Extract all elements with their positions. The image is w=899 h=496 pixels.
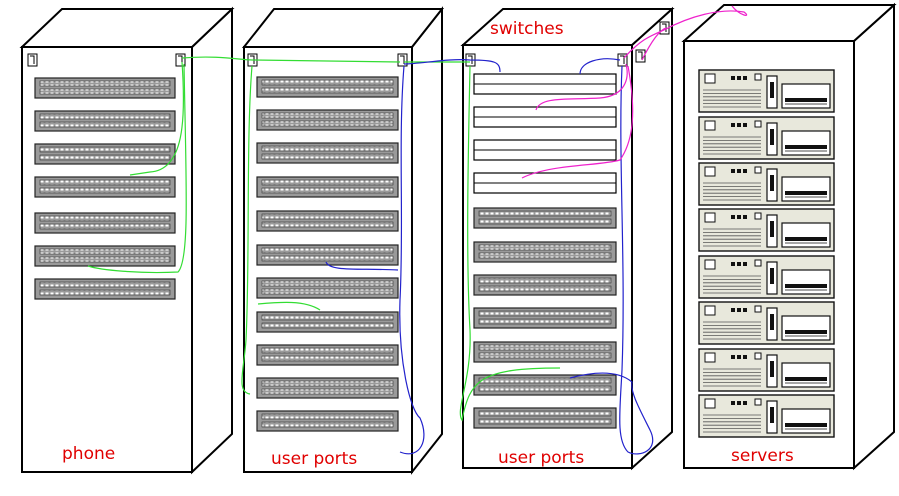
network-switch [473,106,617,128]
cable-bracket-icon [175,53,186,67]
server-unit [698,208,835,252]
network-switch [473,172,617,194]
server-unit [698,348,835,392]
patch-panel [256,142,399,164]
patch-panel [256,109,399,131]
label-user-ports-1: user ports [271,449,357,469]
patch-panel [256,76,399,98]
green-cable [181,56,401,63]
green-cable [87,63,187,274]
green-cable [241,65,253,395]
blue-cable [399,65,425,455]
blue-cable [579,58,621,75]
patch-panel [473,241,617,263]
patch-panel [256,210,399,232]
server-unit [698,301,835,345]
patch-panel [256,410,399,432]
patch-panel [34,143,176,165]
label-user-ports-2: user ports [498,448,584,468]
magenta-cable [521,65,634,179]
patch-panel [256,277,399,299]
patch-panel [473,207,617,229]
blue-cable [403,59,501,73]
patch-panel [473,341,617,363]
blue-cable [569,65,654,455]
cable-bracket-icon [635,49,646,63]
patch-panel [34,212,176,234]
patch-panel [34,110,176,132]
server-unit [698,394,835,438]
patch-panel [256,377,399,399]
patch-panel [256,244,399,266]
cable-bracket-icon [397,53,408,67]
cable-bracket-icon [27,53,38,67]
magenta-cable [623,5,748,59]
patch-panel [256,176,399,198]
magenta-cable [535,63,628,111]
server-unit [698,116,835,160]
patch-panel [473,407,617,429]
patch-panel [34,278,176,300]
label-switches: switches [490,19,564,39]
patch-panel [34,176,176,198]
green-cable [129,61,185,176]
patch-panel [473,274,617,296]
server-unit [698,255,835,299]
patch-panel [34,77,176,99]
server-unit [698,69,835,113]
patch-panel [34,245,176,267]
server-unit [698,162,835,206]
network-switch [473,139,617,161]
blue-cable [325,261,399,271]
label-phone: phone [62,444,115,464]
patch-panel [473,374,617,396]
magenta-cable [641,27,667,61]
patch-panel [256,344,399,366]
green-cable [459,65,561,422]
network-switch [473,73,617,95]
patch-panel [256,311,399,333]
label-servers: servers [731,446,794,466]
green-cable [257,301,321,311]
patch-panel [473,307,617,329]
